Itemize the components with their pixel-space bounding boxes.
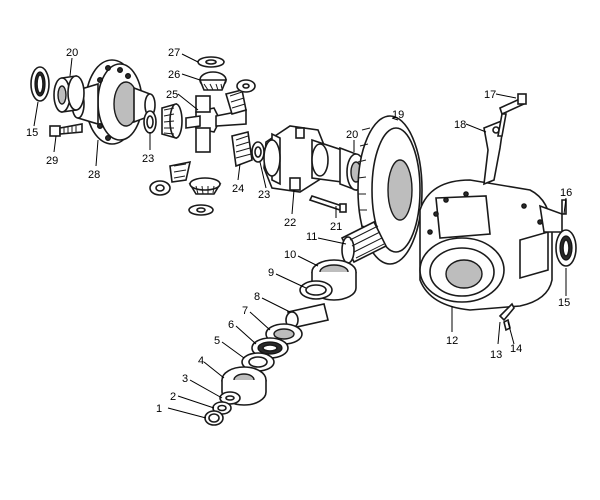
callout-14: 14	[510, 343, 522, 355]
callout-26: 26	[168, 69, 180, 81]
callout-16: 16	[560, 187, 572, 199]
callout-23-left: 23	[142, 153, 154, 165]
pinion-gear-top	[224, 89, 247, 115]
callout-10: 10	[284, 249, 296, 261]
spider-cross	[185, 95, 247, 153]
callout-25: 25	[166, 89, 178, 101]
washer-2	[212, 401, 232, 415]
spacer-8	[285, 303, 329, 329]
callout-15-right: 15	[558, 297, 570, 309]
callout-23-right: 23	[258, 189, 270, 201]
callout-24: 24	[232, 183, 244, 195]
callout-1: 1	[156, 403, 162, 415]
oil-seal-right	[555, 229, 577, 267]
callout-28: 28	[88, 169, 100, 181]
differential-case-right	[263, 125, 343, 193]
leader-lines	[33, 53, 567, 419]
shim-9	[299, 280, 333, 300]
bolt-17	[497, 93, 527, 137]
callout-20-left: 20	[66, 47, 78, 59]
nut-1	[204, 410, 224, 426]
callout-9: 9	[268, 267, 274, 279]
washer-23-right	[251, 141, 265, 163]
callout-22: 22	[284, 217, 296, 229]
callout-labels: 1 2 3 4 5 6 7 8 9 10 11 12 13 14 15 15 1…	[26, 47, 572, 415]
axle-housing	[419, 179, 563, 311]
seal-5	[241, 352, 275, 372]
side-gear-left	[161, 102, 183, 140]
bolt-21	[308, 195, 347, 213]
callout-12: 12	[446, 335, 458, 347]
side-gear-24	[231, 131, 253, 168]
oil-seal-left	[30, 66, 50, 102]
callout-17: 17	[484, 89, 496, 101]
pinion-gear-left-lower	[169, 160, 192, 183]
washer-25	[236, 79, 256, 93]
callout-13: 13	[490, 349, 502, 361]
washer-3	[219, 391, 241, 405]
washer-left-lower	[149, 180, 171, 196]
callout-4: 4	[198, 355, 204, 367]
callout-3: 3	[182, 373, 188, 385]
washer-23-left	[143, 110, 157, 134]
washer-bottom	[188, 204, 214, 216]
callout-19: 19	[392, 109, 404, 121]
pinion-gear-26	[198, 71, 228, 91]
callout-7: 7	[242, 305, 248, 317]
callout-21: 21	[330, 221, 342, 233]
callout-2: 2	[170, 391, 176, 403]
callout-15-left: 15	[26, 127, 38, 139]
callout-27: 27	[168, 47, 180, 59]
bolt-29	[49, 123, 83, 137]
differential-case-flange	[85, 59, 156, 145]
callout-6: 6	[228, 319, 234, 331]
callout-8: 8	[254, 291, 260, 303]
washer-27	[197, 56, 225, 68]
callout-29: 29	[46, 155, 58, 167]
callout-5: 5	[214, 335, 220, 347]
bearing-left	[53, 75, 85, 113]
pinion-gear-bottom	[188, 177, 222, 195]
callout-11: 11	[306, 231, 317, 243]
callout-20-right: 20	[346, 129, 358, 141]
callout-18: 18	[454, 119, 466, 131]
